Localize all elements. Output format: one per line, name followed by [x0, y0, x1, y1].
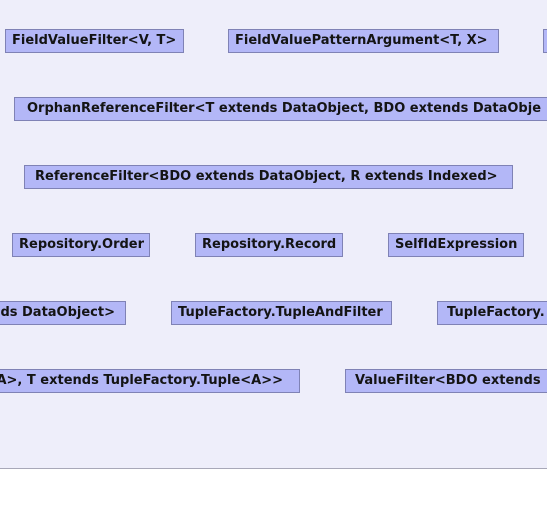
class-node-reference-filter[interactable]: ReferenceFilter<BDO extends DataObject, …	[24, 165, 513, 189]
class-node-field-value-filter[interactable]: FieldValueFilter<V, T>	[5, 29, 184, 53]
class-node-field-value-pattern-argument[interactable]: FieldValuePatternArgument<T, X>	[228, 29, 499, 53]
class-node-offscreen[interactable]	[543, 29, 547, 53]
class-node-repository-order[interactable]: Repository.Order	[12, 233, 150, 257]
class-node-value-filter-clipped[interactable]: ValueFilter<BDO extends	[345, 369, 547, 393]
class-diagram-area: FieldValueFilter<V, T> FieldValuePattern…	[0, 0, 547, 469]
class-node-tuple-factory-tuple-clipped[interactable]: A>, T extends TupleFactory.Tuple<A>>	[0, 369, 300, 393]
class-node-tuple-and-filter[interactable]: TupleFactory.TupleAndFilter	[171, 301, 392, 325]
class-node-tuple-factory-clipped[interactable]: TupleFactory.	[437, 301, 547, 325]
class-node-orphan-reference-filter[interactable]: OrphanReferenceFilter<T extends DataObje…	[14, 97, 547, 121]
class-node-self-id-expression[interactable]: SelfIdExpression	[388, 233, 524, 257]
class-node-repository-record[interactable]: Repository.Record	[195, 233, 343, 257]
class-node-data-object-clipped[interactable]: ds DataObject>	[0, 301, 126, 325]
